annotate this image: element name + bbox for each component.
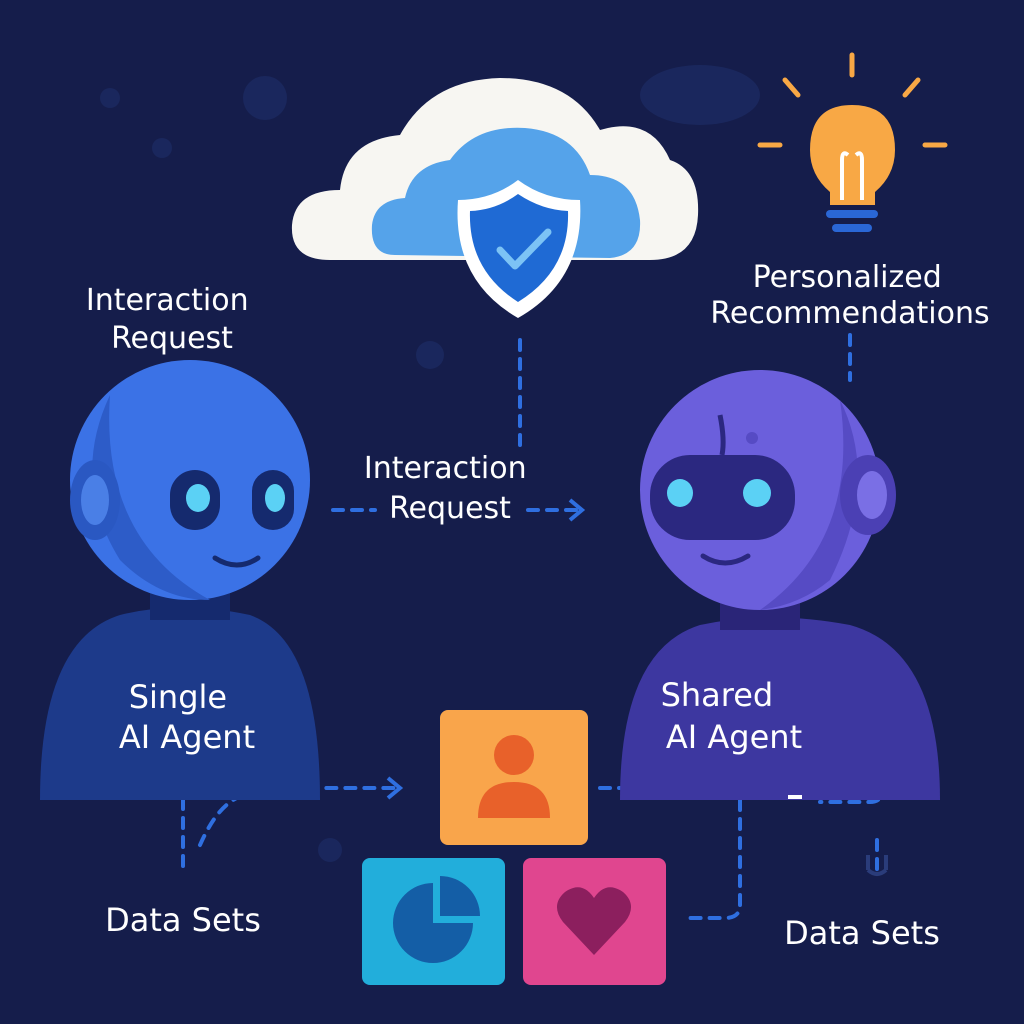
data-sets-left-label: Data Sets: [105, 901, 261, 939]
data-sets-right-label: Data Sets: [784, 914, 940, 952]
arrow-head-icon: [568, 498, 586, 522]
chart-card: [362, 858, 505, 985]
fork-icon: [866, 855, 888, 876]
single-ai-agent-robot: [40, 360, 320, 800]
personalized-recommendations-label: Personalized Recommendations: [710, 260, 989, 331]
shield-check-icon: [457, 180, 581, 318]
arrow-head-icon: [386, 776, 404, 800]
lightbulb-icon: [757, 52, 948, 232]
heart-icon: [556, 887, 632, 955]
single-ai-agent-label: Single AI Agent: [119, 678, 255, 756]
heart-card: [523, 858, 666, 985]
interaction-request-top-label: Interaction Request: [86, 283, 258, 356]
user-profile-card: [440, 710, 588, 845]
user-icon: [494, 735, 534, 775]
interaction-request-mid-label: Interaction Request: [364, 451, 536, 526]
small-dash-mark: [788, 795, 802, 799]
shared-ai-agent-label: Shared AI Agent: [661, 676, 803, 756]
connector-card-to-right: [598, 786, 742, 920]
background-decor: [100, 65, 760, 862]
pie-chart-icon: [393, 883, 473, 963]
shared-ai-agent-robot: [620, 370, 940, 800]
